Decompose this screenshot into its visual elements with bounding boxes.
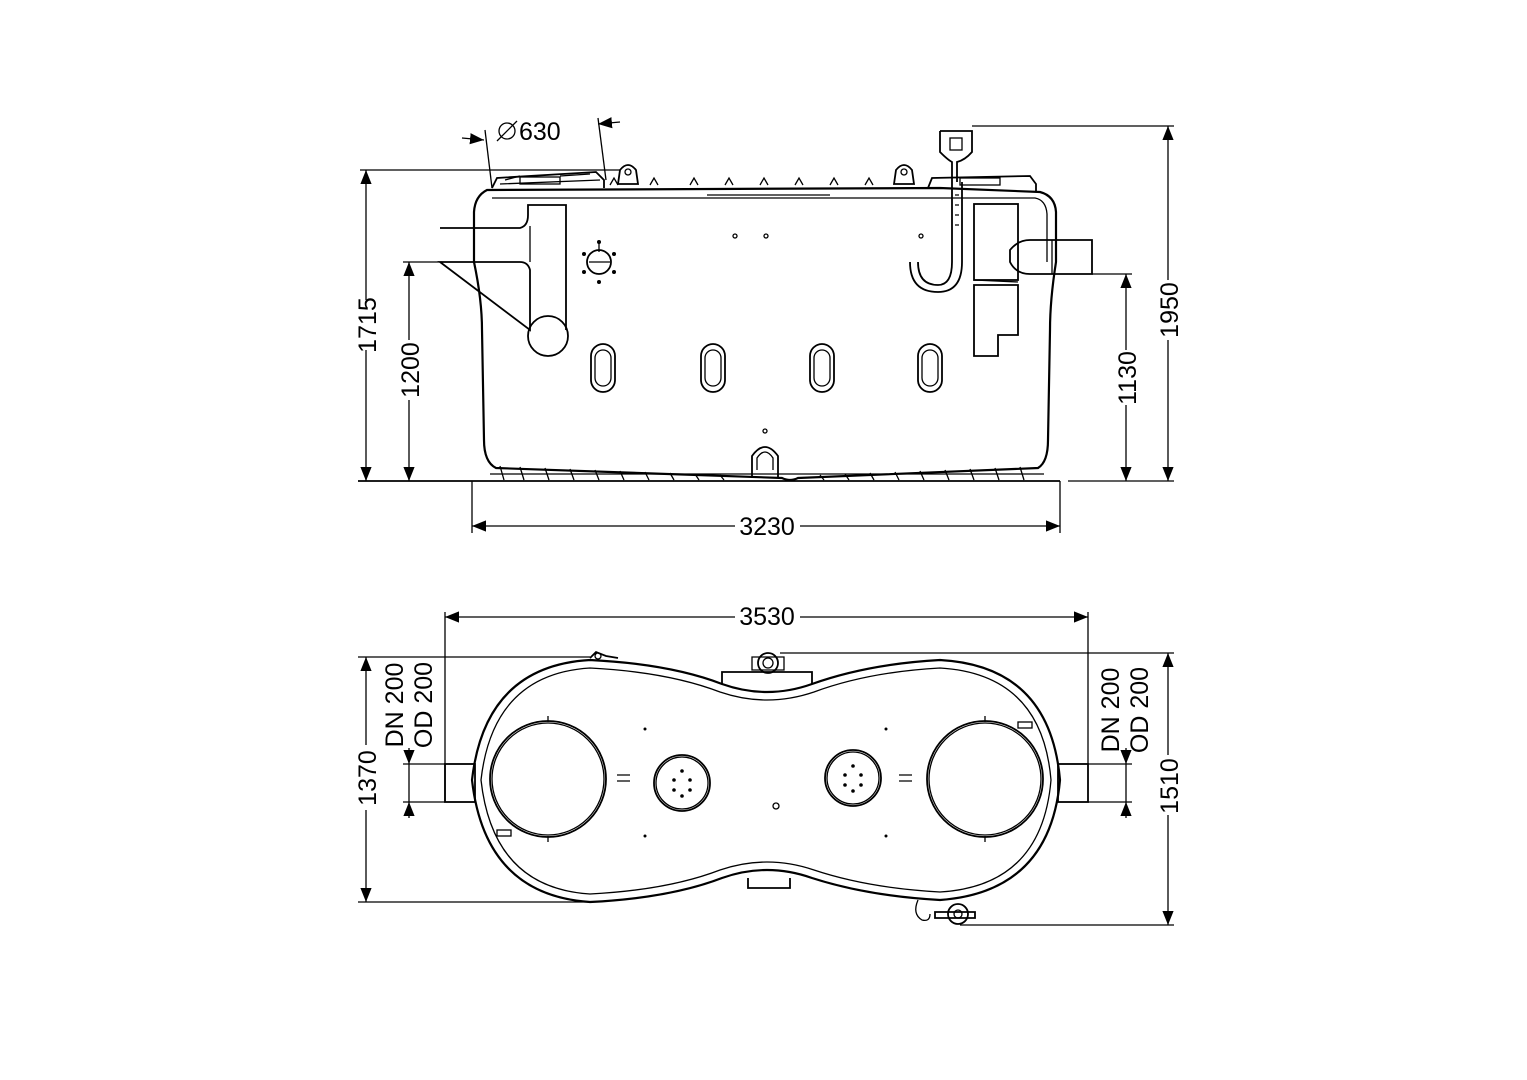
dim-1130-label: 1130 [1114,351,1142,405]
dim-width-right: 1510 [780,652,1184,926]
top-ribs [609,176,874,186]
outlet-pipe-right [973,203,1093,357]
side-view: 630 1715 1200 1130 [354,117,1184,541]
float-sensor [582,240,616,284]
dim-width-left: 1370 [354,656,590,903]
dim-1200-label: 1200 [397,342,425,398]
dim-outlet-dn: DN 200 OD 200 [1088,667,1154,818]
manhole-630 [491,171,605,189]
outlet-dn-label: DN 200 [1097,668,1125,753]
lifting-eye-top [757,652,779,674]
dim-1370-label: 1370 [354,750,382,806]
tank-side-outline [472,186,1058,482]
tank-side-inner [492,197,1048,262]
lug-top-left [589,650,619,659]
tank-top-outline [470,658,1062,904]
top-boss [721,671,813,684]
top-view: 3530 1370 DN 200 OD 200 DN 200 [354,603,1184,926]
lifting-hook [909,130,973,293]
lifting-hook-bottom [915,899,976,925]
dim-inlet-height: 1200 [397,261,442,481]
bottom-boss [747,878,791,889]
opening-markings [496,716,1033,842]
dim-manhole-diameter: 630 [461,117,621,189]
inlet-pipe-left [437,204,569,357]
dim-outlet-height: 1130 [1068,273,1142,482]
oval-openings [590,343,943,393]
outlet-pipe-top [1057,763,1089,803]
manhole-openings [489,720,1044,838]
dim-3530-label: 3530 [739,603,795,631]
inspection-covers [653,749,882,812]
dim-1510-label: 1510 [1156,758,1184,814]
dim-body-height: 1715 [354,169,620,481]
inlet-pipe-top [444,763,476,803]
manhole-right [927,175,1037,192]
bottom-ribs [490,465,1044,481]
outlet-od-label: OD 200 [1126,667,1154,753]
inlet-od-label: OD 200 [410,662,438,748]
dim-1715-label: 1715 [354,297,382,353]
dim-inlet-dn: DN 200 OD 200 [381,662,445,818]
dim-total-height: 1950 [972,125,1184,482]
dim-overall-length: 3530 [444,603,1089,764]
dim-1950-label: 1950 [1156,282,1184,338]
tank-top-inner [480,667,1052,895]
dim-630-label: 630 [519,118,561,146]
bottom-arch [751,446,779,478]
dim-3230-label: 3230 [739,513,795,541]
lifting-lug-left [616,164,640,185]
dim-length: 3230 [471,481,1061,541]
inlet-dn-label: DN 200 [381,663,409,748]
lifting-lug-right [892,164,916,185]
